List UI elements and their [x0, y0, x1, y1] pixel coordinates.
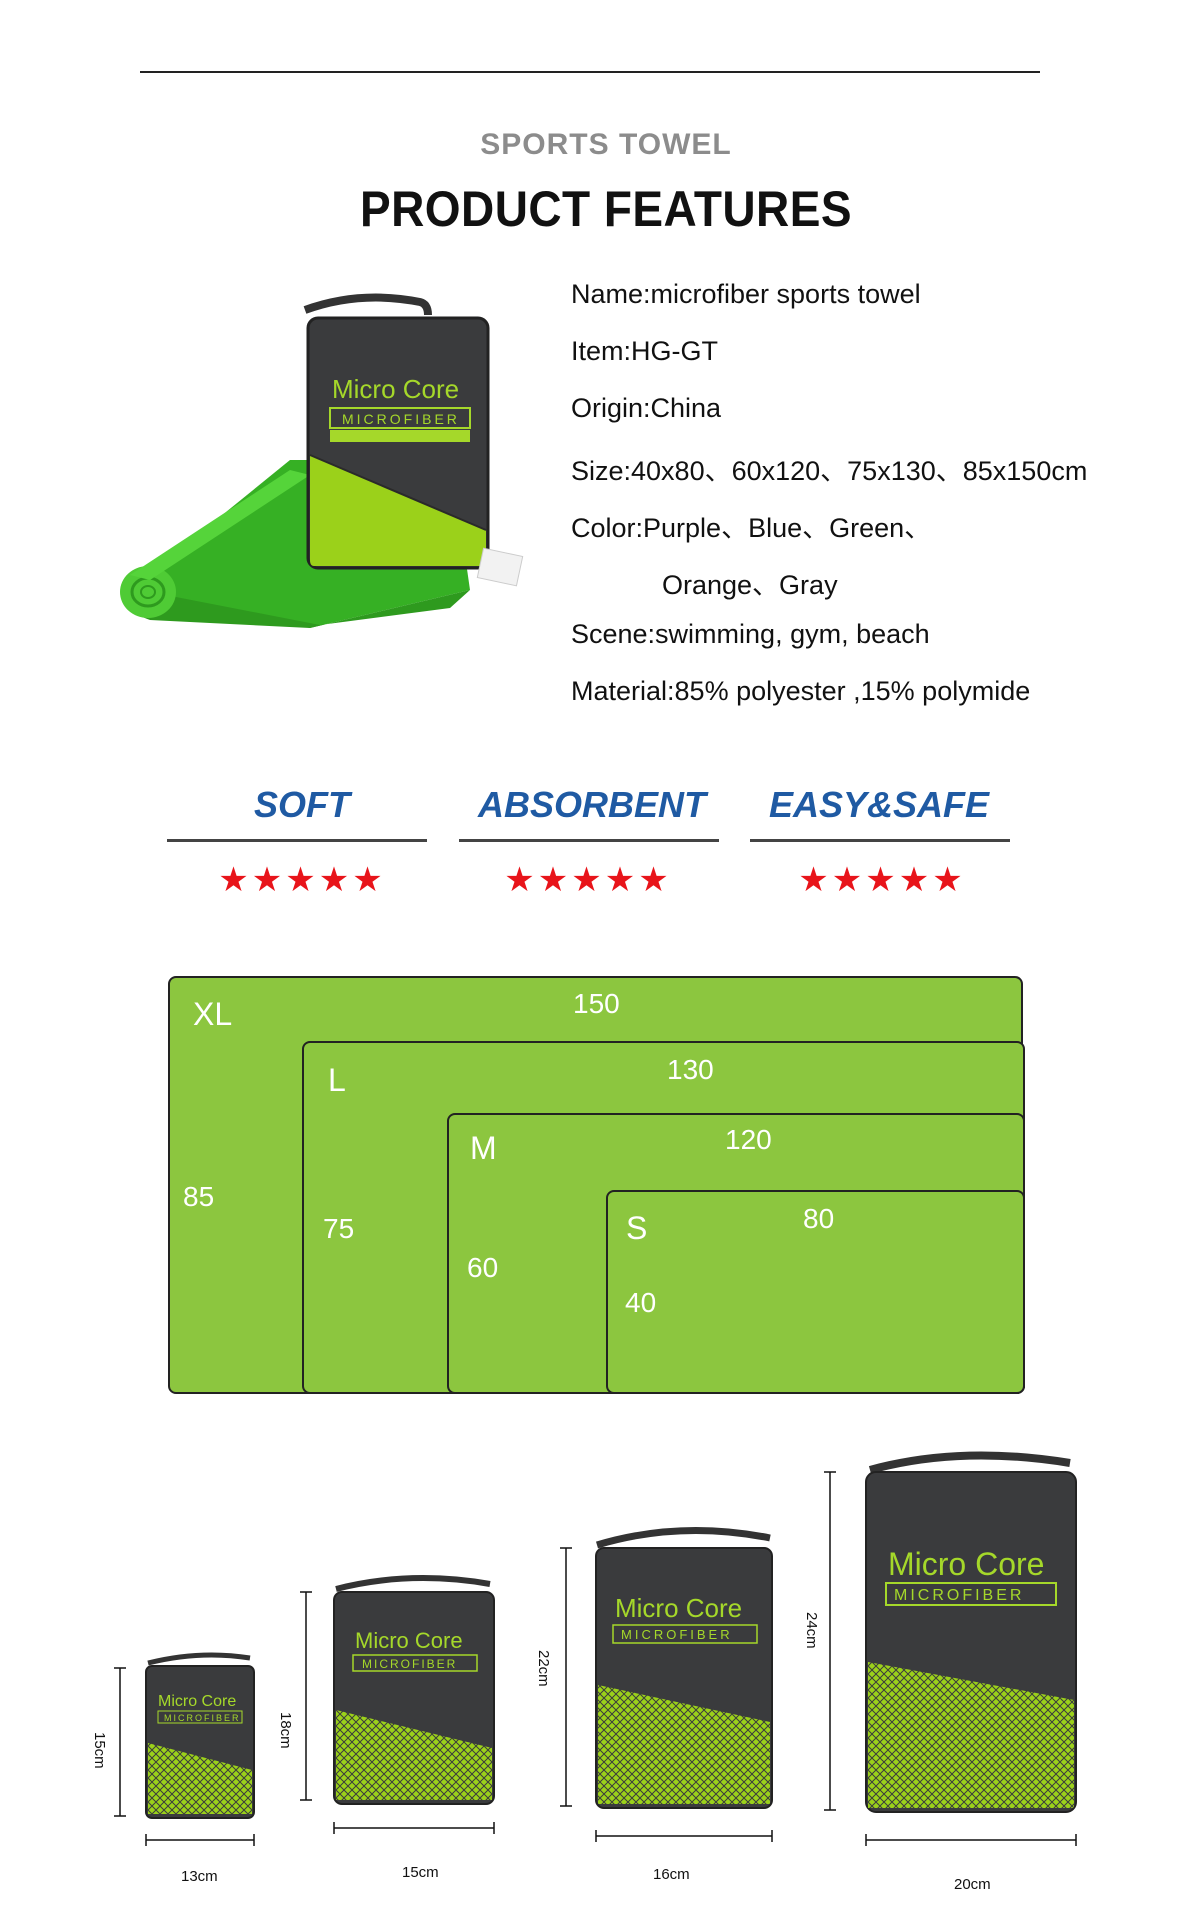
- bag-xlarge-height: 24cm: [803, 1612, 820, 1649]
- spec-name: Name:microfiber sports towel: [571, 279, 921, 309]
- size-l-name: L: [328, 1062, 346, 1098]
- bag-xlarge-width: 20cm: [954, 1876, 991, 1893]
- svg-text:MICROFIBER: MICROFIBER: [362, 1657, 457, 1671]
- size-xl-width: 85: [183, 1181, 215, 1212]
- rating-stars-easy-safe: ★★★★★: [798, 861, 966, 899]
- svg-text:MICROFIBER: MICROFIBER: [621, 1627, 733, 1642]
- rating-stars-absorbent: ★★★★★: [504, 861, 672, 899]
- svg-text:MICROFIBER: MICROFIBER: [894, 1587, 1024, 1604]
- rating-label-easy-safe: EASY&SAFE: [768, 784, 990, 825]
- spec-origin: Origin:China: [571, 393, 722, 423]
- spec-color-continued: Orange、Gray: [662, 570, 838, 600]
- size-s-length: 80: [803, 1203, 835, 1234]
- section-title: PRODUCT FEATURES: [359, 181, 853, 237]
- top-divider: [140, 71, 1040, 73]
- bag-large-width: 16cm: [653, 1866, 690, 1883]
- bag-small: Micro Core MICROFIBER: [145, 1652, 255, 1819]
- svg-text:Micro Core: Micro Core: [615, 1593, 742, 1623]
- towel-roll: [120, 566, 176, 618]
- rating-label-absorbent: ABSORBENT: [477, 784, 706, 825]
- size-m-name: M: [470, 1130, 497, 1166]
- bag-front: [303, 293, 490, 570]
- svg-text:Micro Core: Micro Core: [158, 1693, 236, 1710]
- size-xl-name: XL: [193, 996, 233, 1032]
- rating-divider: [167, 839, 427, 842]
- rating-divider: [750, 839, 1010, 842]
- brand-logo: Micro Core: [332, 374, 459, 404]
- svg-text:Micro Core: Micro Core: [355, 1628, 463, 1653]
- size-m-width: 60: [467, 1252, 499, 1283]
- rating-divider: [459, 839, 719, 842]
- spec-item: Item:HG-GT: [571, 336, 718, 366]
- bag-size-comparison: Micro Core MICROFIBER Micro Core MICROFI…: [114, 1451, 1077, 1846]
- product-image: Micro Core MICROFIBER: [120, 293, 524, 628]
- bag-small-width: 13cm: [181, 1868, 218, 1885]
- size-s-rect: [606, 1190, 1025, 1394]
- bag-large-height: 22cm: [535, 1650, 552, 1687]
- svg-text:MICROFIBER: MICROFIBER: [342, 411, 460, 427]
- bag-small-height: 15cm: [91, 1732, 108, 1769]
- bag-medium-height: 18cm: [277, 1712, 294, 1749]
- rating-label-soft: SOFT: [254, 784, 350, 825]
- svg-text:Micro Core: Micro Core: [888, 1546, 1044, 1582]
- size-s-width: 40: [625, 1287, 657, 1318]
- spec-material: Material:85% polyester ,15% polymide: [571, 676, 1031, 706]
- section-subtitle: SPORTS TOWEL: [480, 128, 732, 161]
- bag-large: Micro Core MICROFIBER: [595, 1526, 773, 1809]
- spec-size: Size:40x80、60x120、75x130、85x150cm: [571, 456, 1088, 486]
- bag-medium: Micro Core MICROFIBER: [333, 1575, 495, 1805]
- size-xl-length: 150: [573, 988, 620, 1019]
- svg-text:MICROFIBER: MICROFIBER: [164, 1713, 241, 1723]
- size-s-name: S: [626, 1210, 648, 1246]
- spec-scene: Scene:swimming, gym, beach: [571, 619, 930, 649]
- size-l-width: 75: [323, 1213, 355, 1244]
- bag-medium-width: 15cm: [402, 1864, 439, 1881]
- spec-color: Color:Purple、Blue、Green、: [571, 513, 932, 543]
- size-m-length: 120: [725, 1124, 772, 1155]
- rating-stars-soft: ★★★★★: [218, 861, 386, 899]
- size-l-length: 130: [667, 1054, 714, 1085]
- bag-xlarge: Micro Core MICROFIBER: [865, 1451, 1077, 1813]
